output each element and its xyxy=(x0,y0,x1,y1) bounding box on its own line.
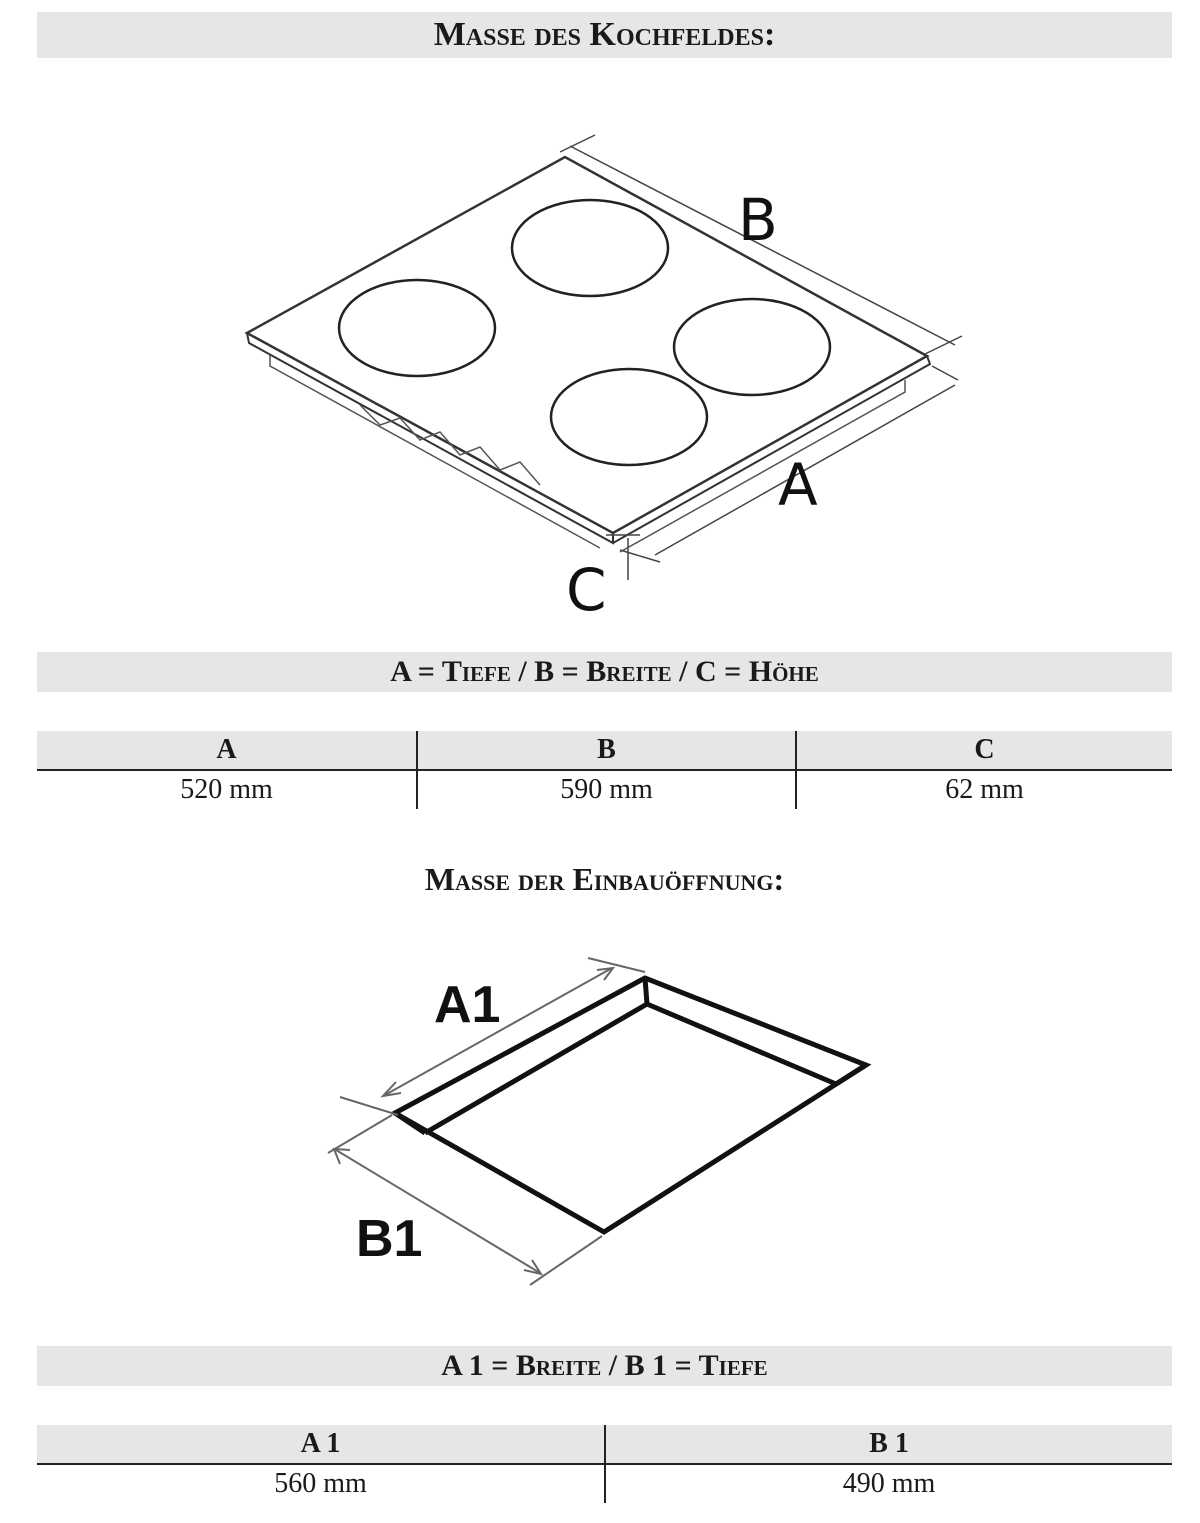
label-a1: A1 xyxy=(434,976,500,1034)
cutout-dimensions-table: A 1 B 1 560 mm 490 mm xyxy=(37,1425,1172,1503)
label-a: A xyxy=(778,451,818,519)
value-b: 590 mm xyxy=(416,770,796,809)
label-b: B xyxy=(738,186,778,254)
burner-back-center xyxy=(510,198,670,298)
burner-front-right xyxy=(672,297,832,397)
legend-hob-dimensions: A = Tiefe / B = Breite / C = Höhe xyxy=(37,652,1172,692)
legend-cutout-dimensions: A 1 = Breite / B 1 = Tiefe xyxy=(37,1346,1172,1386)
header-a: A xyxy=(37,731,417,771)
section-title-hob-dimensions: Maße des Kochfeldes: xyxy=(37,12,1172,58)
burner-front-center xyxy=(549,367,709,467)
value-b1: 490 mm xyxy=(604,1464,1172,1503)
header-c: C xyxy=(795,731,1172,771)
value-a1: 560 mm xyxy=(274,1468,367,1499)
label-c: C xyxy=(566,556,607,624)
burner-back-left xyxy=(337,278,497,378)
cutout-diagram: A1 B1 xyxy=(327,957,872,1286)
header-b1: B 1 xyxy=(604,1425,1172,1465)
section-title-cutout-dimensions: Maße der Einbauöffnung: xyxy=(424,861,785,897)
hob-diagram: B A C xyxy=(244,134,963,624)
label-b1: B1 xyxy=(356,1210,422,1268)
value-c: 62 mm xyxy=(795,770,1172,809)
value-a: 520 mm xyxy=(180,774,273,805)
header-b: B xyxy=(416,731,796,771)
hob-dimensions-table: A B C 520 mm 590 mm 62 mm xyxy=(37,731,1172,809)
header-a1: A 1 xyxy=(37,1425,605,1465)
